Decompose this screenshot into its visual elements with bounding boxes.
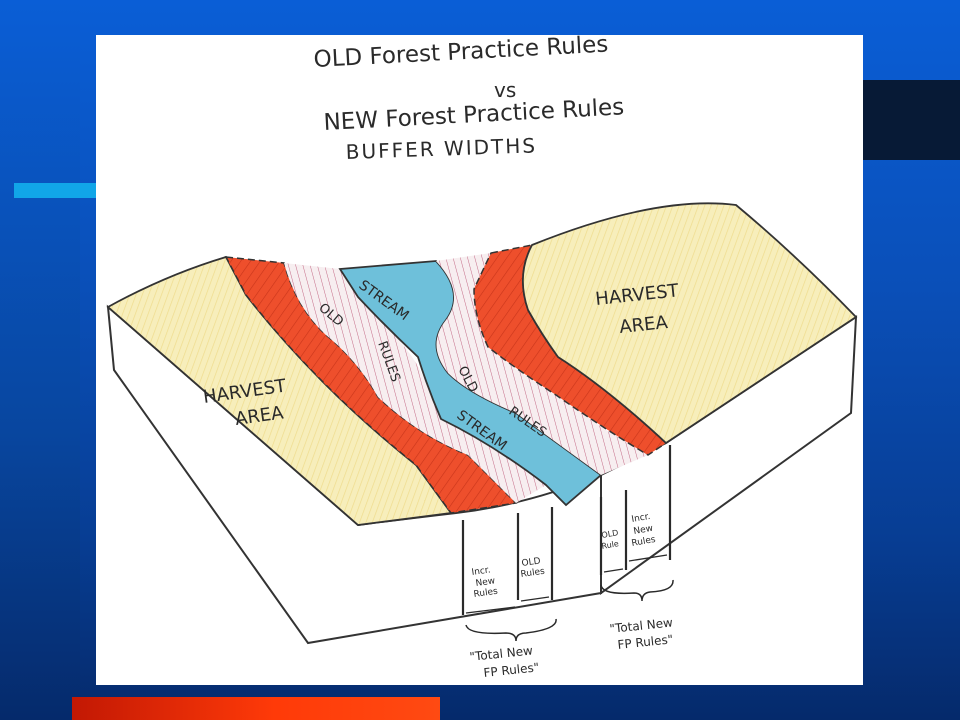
new-buffer-right [473,243,668,456]
title-line-2: vs [494,78,516,102]
background-left-bar [0,0,80,720]
old-buffer-left [284,263,546,503]
left-total-line-1: "Total New [469,643,534,664]
brace-right [600,579,674,602]
harvest-area-right [521,202,858,445]
right-old-line-2: Rule [601,539,620,551]
measurement-arrows [465,554,668,614]
title-line-1: OLD Forest Practice Rules [313,35,609,73]
left-total-line-2: FP Rules" [483,660,540,680]
left-incr-line-2: New [475,576,496,589]
title-line-3: NEW Forest Practice Rules [323,94,625,136]
left-old-line-1: OLD [521,556,541,569]
left-incr-line-1: Incr. [471,565,491,578]
right-incr-line-3: Rules [631,535,657,549]
left-incr-line-3: Rules [473,587,499,600]
terrain-block [106,202,858,645]
right-incr-line-2: New [633,524,654,537]
right-total-line-1: "Total New [609,615,674,636]
old-buffer-right [436,253,648,475]
right-old-line-1: OLD [601,528,619,540]
title-line-4: BUFFER WIDTHS [345,133,537,164]
accent-orange-bar [72,697,440,720]
buffer-width-diagram: OLD Forest Practice Rules vs NEW Forest … [106,35,858,680]
callouts: Incr. New Rules OLD Rules "Total New FP … [469,512,674,680]
diagram-title: OLD Forest Practice Rules vs NEW Forest … [313,35,625,164]
diagram-panel: OLD Forest Practice Rules vs NEW Forest … [96,35,863,685]
harvest-right-label-2: AREA [618,312,669,338]
measurement-lines [461,445,672,615]
accent-dark-block [862,80,960,160]
brace-left [465,618,557,642]
right-incr-line-1: Incr. [631,512,651,525]
left-old-line-2: Rules [520,567,546,580]
right-total-line-2: FP Rules" [617,632,674,652]
accent-cyan-bar [14,183,98,198]
